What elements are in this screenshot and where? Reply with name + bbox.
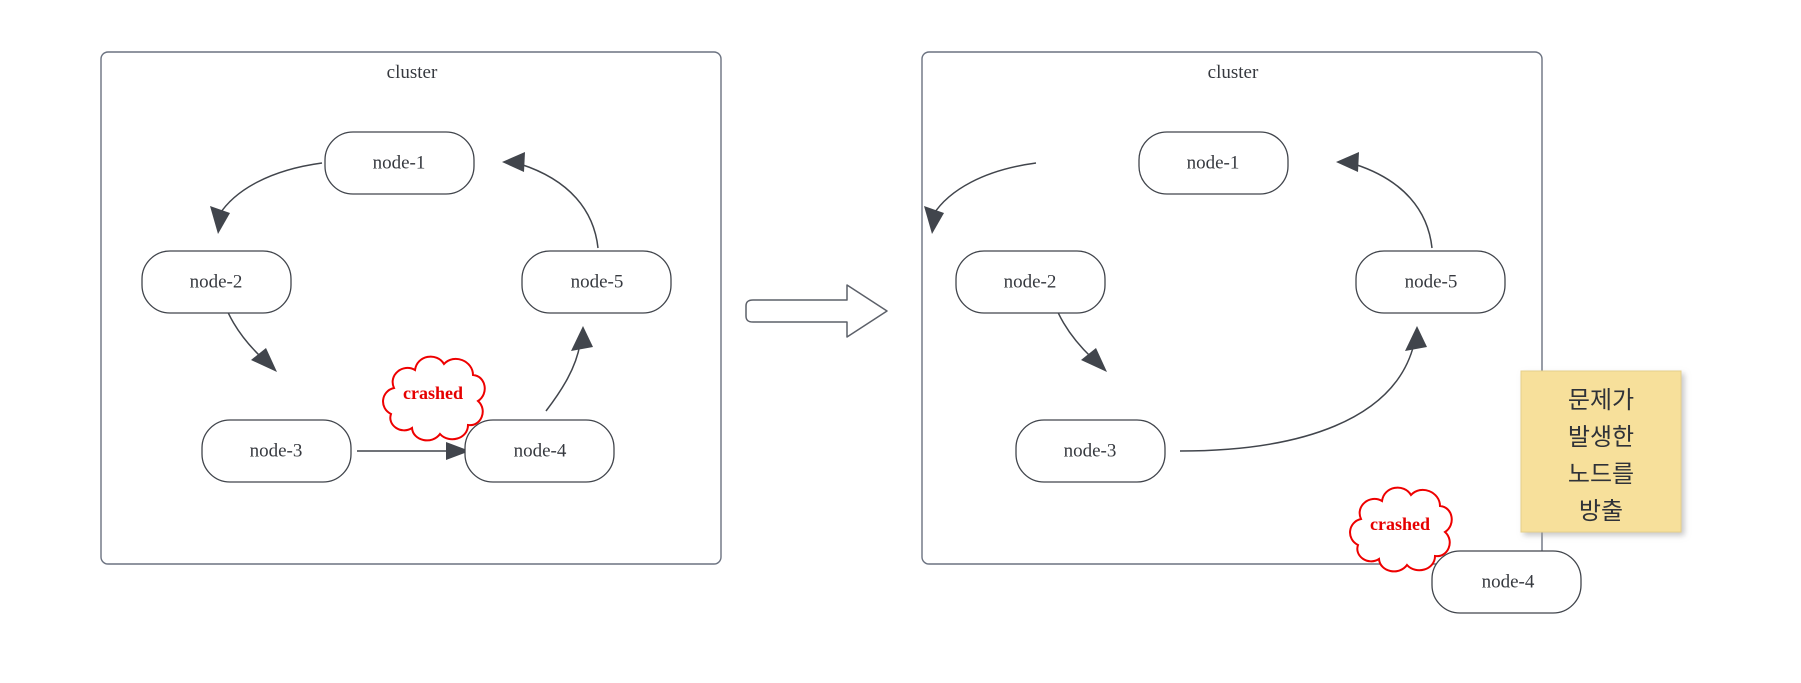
- right-node-4-label: node-4: [1482, 571, 1535, 592]
- right-node-3-shape[interactable]: [1015, 419, 1166, 483]
- edge-node4-to-node5: [545, 343, 581, 412]
- right-edge-node1-to-node2: [932, 162, 1037, 216]
- right-crashed-badge: crashed: [1349, 486, 1453, 573]
- cloud-icon: [1349, 486, 1453, 573]
- cloud-icon: [382, 355, 486, 442]
- sticky-note-line-1: 문제가: [1568, 387, 1634, 414]
- left-node-2-label: node-2: [190, 271, 243, 292]
- transition-arrow: [745, 284, 888, 338]
- left-node-3-shape[interactable]: [201, 419, 352, 483]
- right-node-1[interactable]: node-1: [1138, 131, 1289, 195]
- right-node-2[interactable]: node-2: [955, 250, 1106, 314]
- left-node-1-label: node-1: [373, 152, 426, 173]
- right-edge-node5-to-node1-arrowhead: [1336, 152, 1359, 172]
- right-cluster-group: cluster node-1 node-2: [921, 51, 1543, 565]
- left-node-3-label: node-3: [250, 440, 303, 461]
- left-node-4[interactable]: node-4: [464, 419, 615, 483]
- sticky-note-line-4: 방출: [1579, 498, 1623, 525]
- left-node-4-label: node-4: [514, 440, 567, 461]
- right-node-5-shape[interactable]: [1355, 250, 1506, 314]
- edge-node1-to-node2-arrowhead: [210, 206, 230, 234]
- edge-node5-to-node1-arrowhead: [502, 152, 525, 172]
- left-crashed-label: crashed: [403, 383, 463, 403]
- sticky-note-line-3: 노드를: [1568, 462, 1634, 488]
- left-node-2-shape[interactable]: [141, 250, 292, 314]
- left-crashed-badge: crashed: [382, 355, 486, 442]
- right-node-4-shape[interactable]: [1431, 550, 1582, 614]
- left-cluster-label: cluster: [387, 62, 438, 83]
- left-node-3[interactable]: node-3: [201, 419, 352, 483]
- edge-node2-to-node3-arrowhead: [251, 348, 277, 372]
- left-node-5-shape[interactable]: [521, 250, 672, 314]
- right-edge-node3-to-node5-arrowhead: [1405, 326, 1427, 351]
- left-node-5[interactable]: node-5: [521, 250, 672, 314]
- right-cluster-label: cluster: [1208, 62, 1259, 83]
- left-node-2[interactable]: node-2: [141, 250, 292, 314]
- right-edge-node1-to-node2-arrowhead: [924, 206, 944, 234]
- right-node-3-label: node-3: [1064, 440, 1117, 461]
- right-node-1-shape[interactable]: [1138, 131, 1289, 195]
- left-node-4-shape[interactable]: [464, 419, 615, 483]
- left-node-1-shape[interactable]: [324, 131, 475, 195]
- right-edge-node5-to-node1: [1353, 163, 1433, 249]
- sticky-note: 문제가 발생한 노드를 방출: [1520, 370, 1682, 533]
- edge-node4-to-node5-arrowhead: [571, 326, 593, 351]
- sticky-note-line-2: 발생한: [1568, 424, 1634, 451]
- right-node-3[interactable]: node-3: [1015, 419, 1166, 483]
- right-node-4-ejected[interactable]: node-4: [1431, 550, 1582, 614]
- edge-node5-to-node1: [519, 163, 599, 249]
- left-node-1[interactable]: node-1: [324, 131, 475, 195]
- left-cluster-group: cluster node-1 node-: [100, 51, 722, 565]
- right-node-5-label: node-5: [1405, 271, 1458, 292]
- right-node-2-label: node-2: [1004, 271, 1057, 292]
- edge-node1-to-node2: [218, 162, 323, 216]
- left-node-5-label: node-5: [571, 271, 624, 292]
- right-node-1-label: node-1: [1187, 152, 1240, 173]
- right-crashed-label: crashed: [1370, 514, 1430, 534]
- sticky-note-background: [1520, 370, 1682, 533]
- right-edge-node3-to-node5: [1179, 343, 1415, 452]
- right-arrow-icon: [745, 284, 888, 338]
- right-edge-node2-to-node3-arrowhead: [1081, 348, 1107, 372]
- right-node-2-shape[interactable]: [955, 250, 1106, 314]
- right-node-5[interactable]: node-5: [1355, 250, 1506, 314]
- edge-node3-to-node4-arrowhead: [446, 442, 470, 460]
- right-cluster-edges: [924, 152, 1433, 452]
